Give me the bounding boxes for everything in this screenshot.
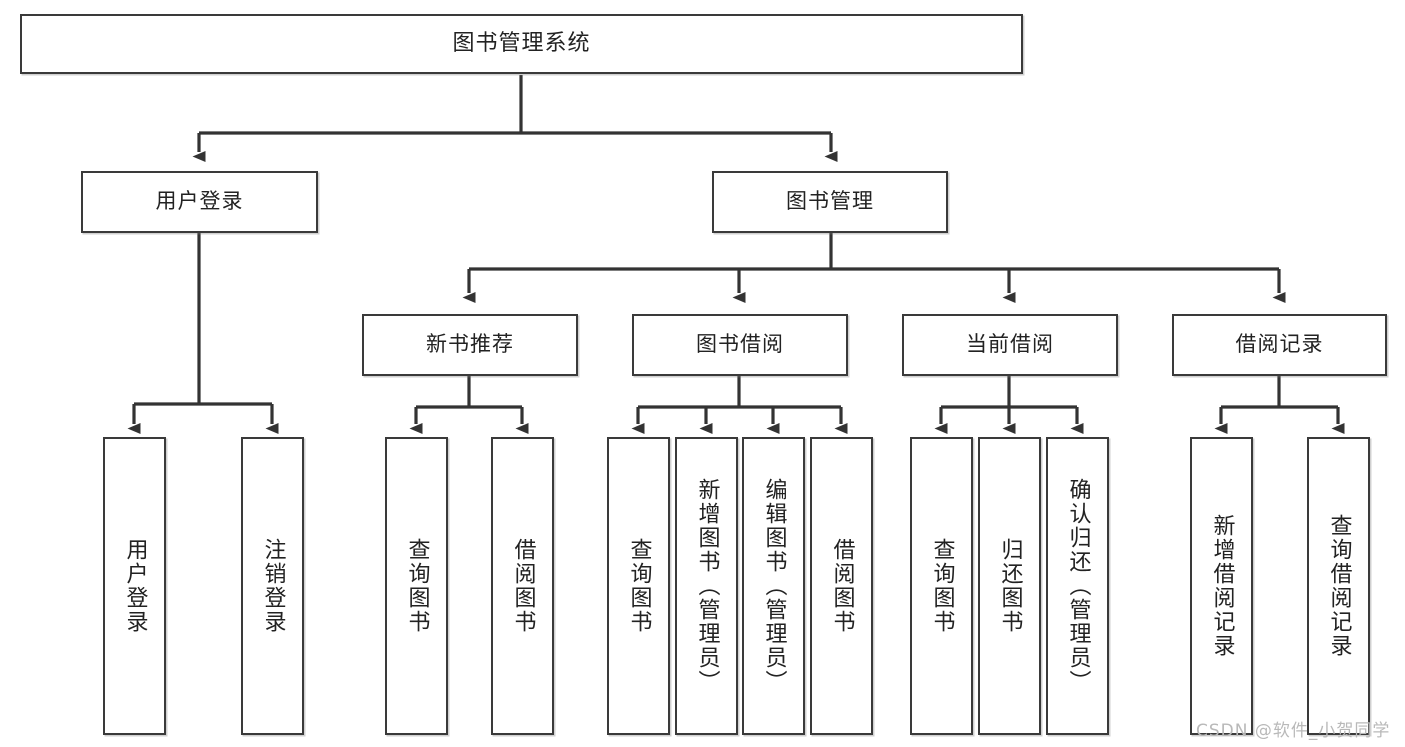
leaf-add-book[interactable]: 新增图书（管理员） xyxy=(675,437,738,735)
leaf-label: 归还图书 xyxy=(997,538,1023,634)
leaf-label: 新增借阅记录 xyxy=(1209,514,1235,658)
leaf-label: 新增图书（管理员） xyxy=(694,478,720,694)
leaf-user-logout[interactable]: 注销登录 xyxy=(241,437,304,735)
node-new-book-recommend[interactable]: 新书推荐 xyxy=(362,314,578,376)
leaf-query-book-3[interactable]: 查询图书 xyxy=(910,437,973,735)
leaf-confirm-return[interactable]: 确认归还（管理员） xyxy=(1046,437,1109,735)
leaf-label: 确认归还（管理员） xyxy=(1065,478,1091,694)
node-current-borrow[interactable]: 当前借阅 xyxy=(902,314,1118,376)
node-book-borrow[interactable]: 图书借阅 xyxy=(632,314,848,376)
leaf-label: 查询借阅记录 xyxy=(1326,514,1352,658)
leaf-label: 查询图书 xyxy=(404,538,430,634)
leaf-label: 注销登录 xyxy=(260,538,286,634)
node-book-management[interactable]: 图书管理 xyxy=(712,171,948,233)
leaf-label: 编辑图书（管理员） xyxy=(761,478,787,694)
node-root-system[interactable]: 图书管理系统 xyxy=(20,14,1023,74)
node-borrow-record[interactable]: 借阅记录 xyxy=(1172,314,1387,376)
leaf-user-login[interactable]: 用户登录 xyxy=(103,437,166,735)
leaf-borrow-book-2[interactable]: 借阅图书 xyxy=(810,437,873,735)
leaf-borrow-book-1[interactable]: 借阅图书 xyxy=(491,437,554,735)
watermark: CSDN @软件_小贺同学 xyxy=(1196,721,1391,741)
leaf-label: 借阅图书 xyxy=(510,538,536,634)
leaf-label: 借阅图书 xyxy=(829,538,855,634)
leaf-query-book-1[interactable]: 查询图书 xyxy=(385,437,448,735)
leaf-label: 查询图书 xyxy=(929,538,955,634)
leaf-return-book[interactable]: 归还图书 xyxy=(978,437,1041,735)
node-user-login[interactable]: 用户登录 xyxy=(81,171,318,233)
leaf-edit-book[interactable]: 编辑图书（管理员） xyxy=(742,437,805,735)
leaf-label: 查询图书 xyxy=(626,538,652,634)
leaf-add-record[interactable]: 新增借阅记录 xyxy=(1190,437,1253,735)
leaf-query-book-2[interactable]: 查询图书 xyxy=(607,437,670,735)
leaf-label: 用户登录 xyxy=(122,538,148,634)
leaf-query-record[interactable]: 查询借阅记录 xyxy=(1307,437,1370,735)
